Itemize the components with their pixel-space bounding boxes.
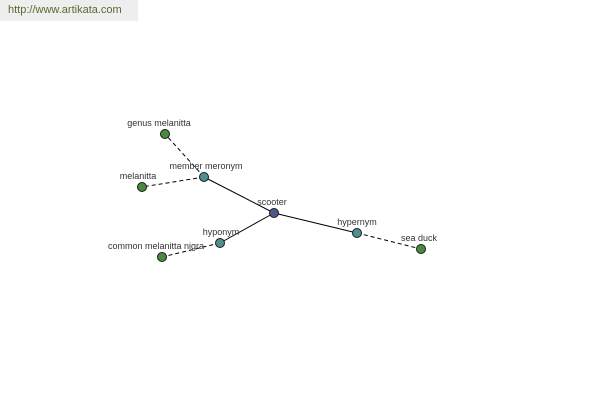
- node-scooter[interactable]: [269, 208, 279, 218]
- edge-member-meronym-genus-melanitta: [164, 133, 205, 178]
- label-common-melanitta-nigra[interactable]: common melanitta nigra: [108, 241, 204, 251]
- label-genus-melanitta[interactable]: genus melanitta: [127, 118, 191, 128]
- graph-nodes: [137, 129, 426, 262]
- label-scooter[interactable]: scooter: [257, 197, 287, 207]
- edge-member-meronym-melanitta: [141, 176, 205, 188]
- label-hypernym[interactable]: hypernym: [337, 217, 377, 227]
- node-member-meronym[interactable]: [199, 172, 209, 182]
- node-sea-duck[interactable]: [416, 244, 426, 254]
- edge-hypernym-sea-duck: [356, 232, 422, 250]
- edge-scooter-hypernym: [273, 212, 358, 234]
- node-common-melanitta-nigra[interactable]: [157, 252, 167, 262]
- edge-hyponym-common-melanitta-nigra: [161, 242, 221, 258]
- label-hyponym[interactable]: hyponym: [203, 227, 240, 237]
- node-melanitta[interactable]: [137, 182, 147, 192]
- node-hyponym[interactable]: [215, 238, 225, 248]
- site-url-link[interactable]: http://www.artikata.com: [8, 4, 122, 16]
- edge-scooter-member-meronym: [203, 176, 275, 214]
- graph-edges: [141, 133, 422, 258]
- label-sea-duck[interactable]: sea duck: [401, 233, 438, 243]
- label-melanitta[interactable]: melanitta: [120, 171, 157, 181]
- edge-scooter-hyponym: [219, 212, 275, 244]
- node-genus-melanitta[interactable]: [160, 129, 170, 139]
- url-banner: http://www.artikata.com: [0, 0, 138, 21]
- label-member-meronym[interactable]: member meronym: [169, 161, 242, 171]
- graph-labels: scooter member meronym genus melanitta mela…: [108, 118, 438, 251]
- node-hypernym[interactable]: [352, 228, 362, 238]
